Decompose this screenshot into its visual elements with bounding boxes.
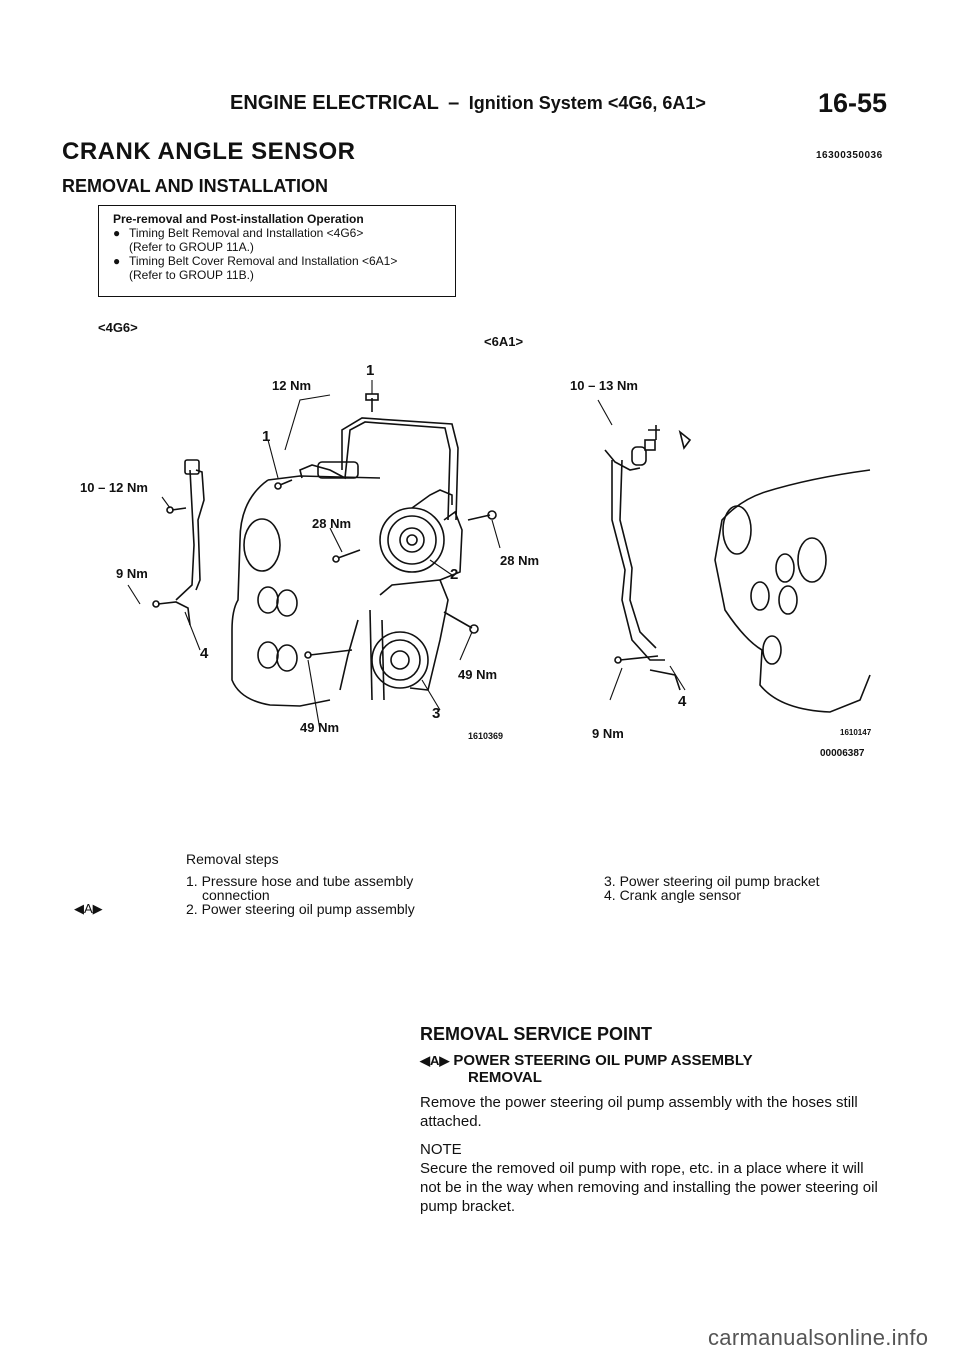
torque-label: 10 – 13 Nm	[570, 378, 638, 393]
torque-label: 9 Nm	[116, 566, 148, 581]
service-point-heading: REMOVAL SERVICE POINT	[420, 1024, 653, 1044]
note-item-line: Timing Belt Removal and Installation <4G…	[129, 226, 364, 240]
note-item-line: (Refer to GROUP 11A.)	[129, 240, 254, 254]
note-text: Secure the removed oil pump with rope, e…	[420, 1160, 878, 1215]
variant-label-4g6: <4G6>	[98, 320, 138, 335]
torque-label: 28 Nm	[500, 553, 540, 568]
header-section: ENGINE ELECTRICAL	[230, 92, 439, 114]
doc-code: 16300350036	[816, 150, 883, 161]
figure-code: 00006387	[820, 748, 865, 759]
note-item-line: Timing Belt Cover Removal and Installati…	[129, 254, 398, 268]
removal-step-continuation: connection	[202, 887, 270, 903]
header-line: ENGINE ELECTRICAL – Ignition System <4G6…	[230, 92, 706, 115]
engine-illustration	[127, 380, 871, 731]
service-point-subheading: ◀A▶POWER STEERING OIL PUMP ASSEMBLY REMO…	[420, 1052, 753, 1086]
watermark: carmanualsonline.info	[708, 1325, 929, 1350]
service-point-paragraph: Remove the power steering oil pump assem…	[420, 1094, 858, 1130]
service-point-sub-line: REMOVAL	[468, 1069, 542, 1086]
note-label: NOTE	[420, 1141, 462, 1158]
removal-step: 4. Crank angle sensor	[604, 887, 741, 903]
page-subtitle: REMOVAL AND INSTALLATION	[62, 176, 328, 196]
service-mark-a: ◀A▶	[420, 1053, 450, 1068]
torque-label: 49 Nm	[300, 720, 340, 735]
header-subsection: Ignition System <4G6, 6A1>	[468, 93, 706, 113]
service-mark-a: ◀A▶	[74, 901, 103, 916]
removal-step: 1. Pressure hose and tube assembly	[186, 873, 414, 889]
bullet-icon: ●	[113, 254, 121, 268]
removal-steps-left: 1. Pressure hose and tube assembly conne…	[186, 874, 476, 916]
removal-step: 3. Power steering oil pump bracket	[604, 873, 820, 889]
callout-4: 4	[200, 645, 209, 662]
removal-steps-heading: Removal steps	[186, 851, 279, 867]
torque-label: 49 Nm	[458, 667, 498, 682]
note-item: ● Timing Belt Cover Removal and Installa…	[113, 254, 447, 282]
note-heading: Pre-removal and Post-installation Operat…	[113, 212, 364, 226]
figure-code: 1610369	[468, 731, 504, 741]
bullet-icon: ●	[113, 226, 121, 240]
note-item: ● Timing Belt Removal and Installation <…	[113, 226, 447, 254]
removal-steps-right: 3. Power steering oil pump bracket 4. Cr…	[604, 874, 904, 902]
figure-code: 1610147	[840, 728, 872, 737]
callout-2: 2	[450, 566, 459, 583]
callout-1: 1	[262, 428, 271, 445]
header-dash: –	[448, 92, 460, 114]
variant-label-6a1: <6A1>	[484, 334, 524, 349]
page-number: 16-55	[818, 88, 888, 118]
page-title: CRANK ANGLE SENSOR	[62, 138, 356, 165]
torque-label: 12 Nm	[272, 378, 312, 393]
pre-removal-note-box: Pre-removal and Post-installation Operat…	[98, 205, 456, 297]
torque-label: 28 Nm	[312, 516, 352, 531]
note-item-line: (Refer to GROUP 11B.)	[129, 268, 254, 282]
removal-step: 2. Power steering oil pump assembly	[186, 901, 415, 917]
torque-label: 9 Nm	[592, 726, 624, 741]
callout-1: 1	[366, 362, 375, 379]
service-point-sub-line: POWER STEERING OIL PUMP ASSEMBLY	[453, 1052, 753, 1069]
torque-label: 10 – 12 Nm	[80, 480, 148, 495]
callout-4: 4	[678, 693, 687, 710]
callout-3: 3	[432, 705, 441, 722]
